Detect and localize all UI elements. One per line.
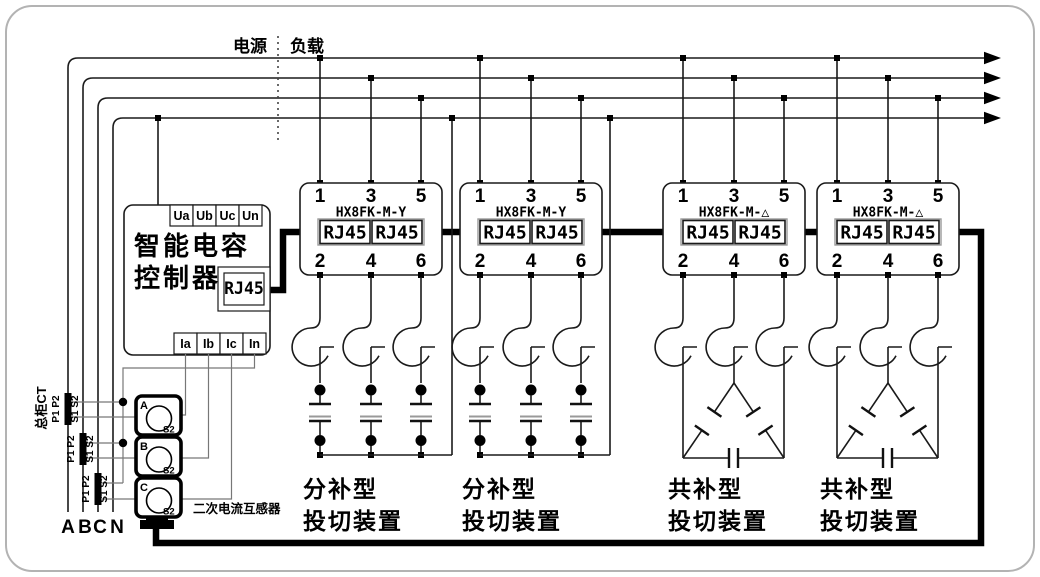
phase-bus-lines xyxy=(67,51,1001,512)
ct-primary-terminal: P1 P2 xyxy=(81,475,92,503)
voltage-terminal: Ua xyxy=(174,209,191,223)
terminal-label: 4 xyxy=(883,251,894,272)
rj45-port: RJ45 xyxy=(323,223,366,244)
capacitor-branches xyxy=(452,114,614,458)
current-terminal: Ib xyxy=(203,337,214,351)
rj45-port: RJ45 xyxy=(224,279,264,298)
thick-bus xyxy=(152,228,985,547)
device-model: HX8FK-M-△ xyxy=(699,206,770,221)
current-terminal: Ia xyxy=(180,337,191,351)
load-arrow-b xyxy=(984,71,1001,85)
voltage-terminal: Un xyxy=(242,209,259,223)
terminal-label: 2 xyxy=(475,251,486,272)
phase-labels: A B C N xyxy=(61,517,124,538)
terminal-label: 1 xyxy=(475,186,486,207)
ct-section: P1 P2 S1 S2 P1 P2 S1 S2 P1 P2 S1 S2 总柜CT… xyxy=(34,354,281,529)
device-caption: 分补型 xyxy=(462,476,537,502)
switch-device-3: 1 3 5 HX8FK-M-△ RJ45 RJ45 2 4 6 共补型 投切装置 xyxy=(654,54,806,534)
ct-secondary-terminal: S1 S2 xyxy=(85,435,96,463)
ct-secondary-terminal: S1 S2 xyxy=(99,475,110,503)
terminal-label: 1 xyxy=(832,186,843,207)
rj45-port: RJ45 xyxy=(686,223,729,244)
device-model: HX8FK-M-Y xyxy=(336,206,407,221)
ct-unit-name: A xyxy=(140,400,148,412)
terminal-label: 2 xyxy=(678,251,689,272)
ct-unit-name: B xyxy=(140,441,148,453)
controller-title: 智能电容 xyxy=(134,231,250,261)
controller: Ua Ub Uc Un 智能电容 控制器 RJ45 Ia Ib Ic In xyxy=(123,115,271,356)
device-caption: 投切装置 xyxy=(668,508,768,534)
terminal-label: 3 xyxy=(366,186,377,207)
secondary-ct-caption: 二次电流互感器 xyxy=(193,501,281,516)
device-caption: 投切装置 xyxy=(820,508,920,534)
terminal-label: 5 xyxy=(576,186,587,207)
voltage-terminal: Uc xyxy=(220,209,236,223)
switch-device-1: 1 3 5 HX8FK-M-Y RJ45 RJ45 2 4 6 分补型 投切装置 xyxy=(292,54,456,534)
terminal-label: 6 xyxy=(576,251,587,272)
rj45-port: RJ45 xyxy=(738,223,781,244)
rj45-port: RJ45 xyxy=(840,223,883,244)
phase-label-n: N xyxy=(110,517,124,538)
terminal-label: 4 xyxy=(366,251,377,272)
device-model: HX8FK-M-△ xyxy=(853,206,924,221)
rj45-port: RJ45 xyxy=(483,223,526,244)
main-ct-label: 总柜CT xyxy=(34,386,49,429)
terminal-label: 5 xyxy=(779,186,790,207)
phase-label-c: C xyxy=(93,517,107,538)
voltage-terminal: Ub xyxy=(196,209,213,223)
ct-primary-terminal: P1 P2 xyxy=(51,395,62,423)
secondary-ct-modules: A B C S2 S2 S2 xyxy=(134,394,183,529)
current-terminal: Ic xyxy=(226,337,236,351)
delta-capacitor-bank xyxy=(808,271,953,468)
power-label: 电源 xyxy=(233,36,267,56)
load-arrow-a xyxy=(984,51,1001,65)
ct-unit-terminal: S2 xyxy=(163,425,175,436)
terminal-label: 4 xyxy=(729,251,740,272)
diagram-border xyxy=(5,5,1035,572)
terminal-label: 5 xyxy=(933,186,944,207)
terminal-label: 3 xyxy=(729,186,740,207)
terminal-label: 3 xyxy=(883,186,894,207)
ct-unit-name: C xyxy=(140,482,148,494)
phase-label-b: B xyxy=(78,517,92,538)
terminal-label: 5 xyxy=(416,186,427,207)
rj45-port: RJ45 xyxy=(535,223,578,244)
load-arrow-n xyxy=(984,111,1001,125)
terminal-label: 6 xyxy=(779,251,790,272)
load-arrow-c xyxy=(984,91,1001,105)
ct-unit-terminal: S2 xyxy=(163,507,175,518)
load-label: 负载 xyxy=(290,36,324,56)
terminal-label: 6 xyxy=(933,251,944,272)
switch-device-4: 1 3 5 HX8FK-M-△ RJ45 RJ45 2 4 6 共补型 投切装置 xyxy=(808,54,960,534)
delta-capacitor-bank xyxy=(654,271,799,468)
device-model: HX8FK-M-Y xyxy=(496,206,567,221)
main-ct-bars: P1 P2 S1 S2 P1 P2 S1 S2 P1 P2 S1 S2 总柜CT xyxy=(34,386,110,505)
ct-wiring xyxy=(72,354,256,500)
device-caption: 投切装置 xyxy=(303,508,403,534)
switch-device-2: 1 3 5 HX8FK-M-Y RJ45 RJ45 2 4 6 分补型 投切装置 xyxy=(452,54,614,534)
rj45-port: RJ45 xyxy=(375,223,418,244)
terminal-label: 1 xyxy=(315,186,326,207)
rj45-port: RJ45 xyxy=(892,223,935,244)
current-terminal: In xyxy=(249,337,260,351)
terminal-label: 3 xyxy=(526,186,537,207)
ct-unit-terminal: S2 xyxy=(163,466,175,477)
terminal-label: 6 xyxy=(416,251,427,272)
device-caption: 共补型 xyxy=(820,476,895,502)
terminal-label: 1 xyxy=(678,186,689,207)
power-load-divider: 电源 负载 xyxy=(233,36,324,140)
device-caption: 分补型 xyxy=(303,476,378,502)
terminal-label: 2 xyxy=(832,251,843,272)
ct-primary-terminal: P1 P2 xyxy=(66,435,77,463)
terminal-label: 4 xyxy=(526,251,537,272)
device-caption: 投切装置 xyxy=(462,508,562,534)
device-caption: 共补型 xyxy=(668,476,743,502)
ct-secondary-terminal: S1 S2 xyxy=(70,395,81,423)
capacitor-branches xyxy=(292,114,456,458)
terminal-label: 2 xyxy=(315,251,326,272)
phase-label-a: A xyxy=(61,517,75,538)
controller-title: 控制器 xyxy=(134,263,221,293)
